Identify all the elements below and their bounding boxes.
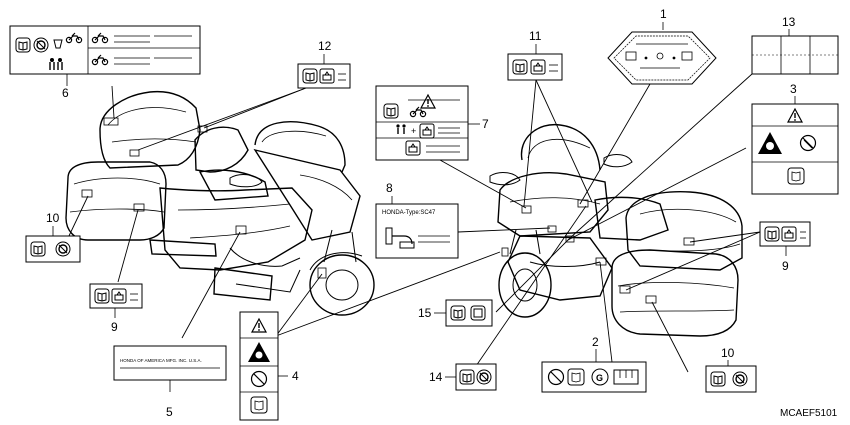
motorcycle-left	[65, 90, 375, 316]
callout-9-left: 9	[111, 320, 118, 334]
label-10-right: 10	[705, 346, 757, 393]
callout-15: 15	[418, 306, 432, 320]
label-8: 8 HONDA-Type:SC47	[375, 181, 459, 259]
callout-6: 6	[62, 86, 69, 100]
label-8-text: HONDA-Type:SC47	[382, 210, 436, 216]
label-5-text: HONDA OF AMERICA MFG. INC. U.S.A.	[120, 358, 202, 363]
callout-9-right: 9	[782, 259, 789, 273]
callout-10-left: 10	[46, 211, 60, 225]
label-15: 15	[418, 299, 493, 327]
leader-lines	[67, 73, 761, 373]
callout-11: 11	[529, 29, 542, 43]
label-9-right: 9	[759, 221, 811, 273]
label-12: 12	[297, 39, 351, 89]
diagram-code: MCAEF5101	[780, 408, 838, 419]
label-10-left: 10	[25, 211, 81, 263]
label-4: 4	[239, 311, 299, 421]
label-5: HONDA OF AMERICA MFG. INC. U.S.A. 5	[113, 345, 227, 419]
label-11: 11	[507, 29, 563, 81]
label-14: 14	[429, 363, 497, 391]
svg-text:+: +	[411, 126, 416, 136]
callout-13: 13	[782, 15, 796, 29]
callout-5: 5	[166, 405, 173, 419]
label-6-tire-info: 6	[9, 25, 201, 100]
callout-14: 14	[429, 370, 443, 384]
callout-8: 8	[386, 181, 393, 195]
callout-10-right: 10	[721, 346, 735, 360]
label-9-left: 9	[89, 283, 143, 334]
callout-7: 7	[482, 117, 489, 131]
callout-2: 2	[592, 335, 599, 349]
label-2: 2 G	[541, 335, 647, 393]
svg-text:G: G	[596, 373, 603, 383]
label-13: 13	[751, 15, 839, 75]
label-3: 3	[751, 82, 839, 195]
motorcycle-right	[489, 123, 743, 337]
callout-12: 12	[318, 39, 332, 53]
callout-1: 1	[660, 7, 667, 21]
callout-4: 4	[292, 369, 299, 383]
label-1-diamond: 1	[607, 7, 717, 85]
callout-3: 3	[790, 82, 797, 96]
label-7: + 7	[375, 85, 489, 161]
